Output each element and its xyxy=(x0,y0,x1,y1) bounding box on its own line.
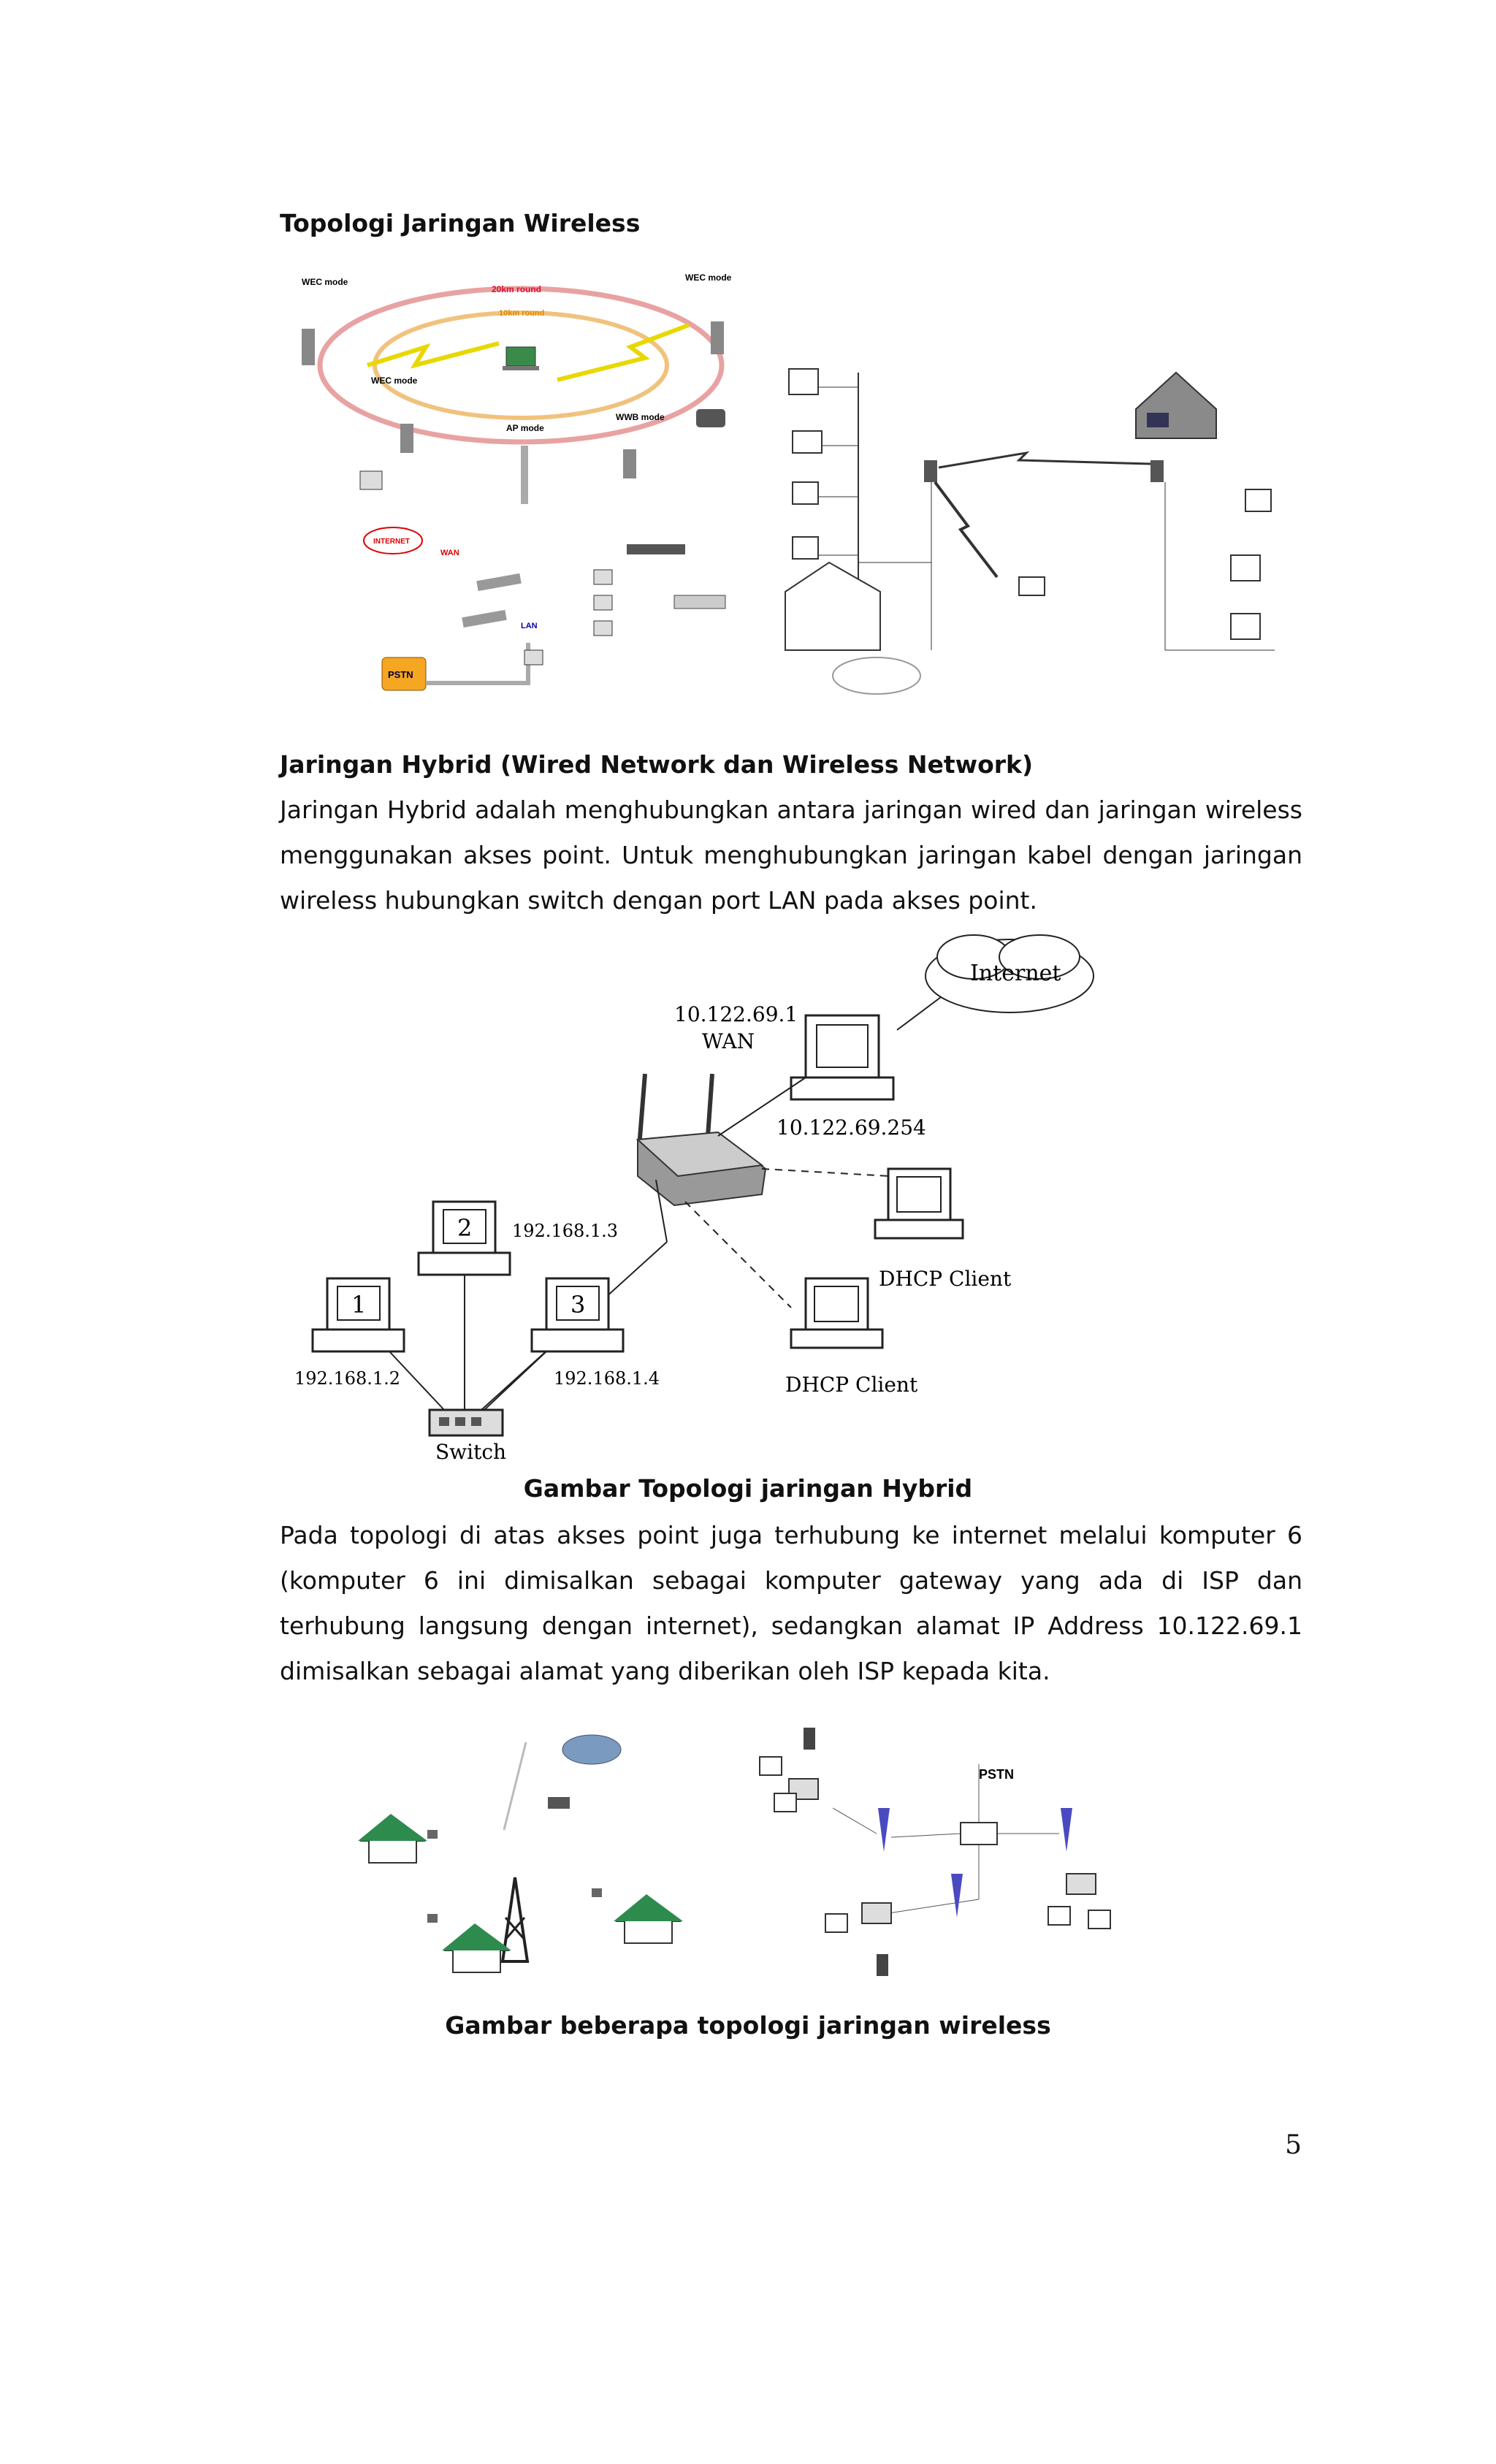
wireless-topology-heading: Topologi Jaringan Wireless xyxy=(280,209,640,237)
antenna-icon xyxy=(302,329,315,365)
switch-icon xyxy=(430,1410,503,1435)
webcam-icon xyxy=(696,409,725,427)
computer-icon xyxy=(793,537,818,559)
network-cloud xyxy=(833,657,920,694)
wireless-modes-figure: 20km round 10km round WEC mode WEC mode … xyxy=(280,270,755,709)
pstn-label: PSTN xyxy=(388,669,413,680)
laptop-icon xyxy=(506,347,535,366)
hybrid-heading: Jaringan Hybrid (Wired Network dan Wirel… xyxy=(280,750,1033,779)
range-10km-label: 10km round xyxy=(499,309,544,318)
computer-icon xyxy=(825,1914,847,1932)
router-icon xyxy=(476,573,522,591)
wireless-link xyxy=(939,453,1150,468)
computer-1-ip: 192.168.1.2 xyxy=(294,1368,400,1389)
computer-icon xyxy=(774,1793,796,1812)
building-icon xyxy=(785,562,880,650)
antenna-icon xyxy=(592,1888,602,1897)
antenna-icon xyxy=(427,1830,438,1839)
antenna-icon xyxy=(427,1914,438,1923)
pbx-box xyxy=(961,1823,997,1845)
tower-icon xyxy=(878,1808,890,1852)
computer-icon xyxy=(793,482,818,504)
page-number: 5 xyxy=(1271,2130,1302,2160)
computer-icon xyxy=(594,570,612,584)
computer-icon xyxy=(1231,555,1260,581)
pstn-label: PSTN xyxy=(979,1767,1014,1782)
switch-label: Switch xyxy=(435,1440,506,1464)
internet-label: Internet xyxy=(970,961,1061,986)
ap-mode-label: AP mode xyxy=(506,423,544,433)
wireless-topology-figure-right: PSTN xyxy=(745,1720,1140,1983)
house-icon xyxy=(1136,373,1216,438)
computer-icon xyxy=(1048,1907,1070,1925)
computer-2-number: 2 xyxy=(457,1214,472,1242)
internet-label: INTERNET xyxy=(373,538,410,546)
base-station-icon xyxy=(862,1903,891,1923)
hybrid-paragraph: Jaringan Hybrid adalah menghubungkan ant… xyxy=(280,787,1302,923)
dhcp-client-label: DHCP Client xyxy=(879,1267,1012,1291)
computer-icon xyxy=(760,1757,782,1775)
antenna-icon xyxy=(623,449,636,478)
wec-mode-right-label: WEC mode xyxy=(685,272,732,283)
wan-label: WAN xyxy=(702,1029,755,1053)
computer-icon xyxy=(594,595,612,610)
computer-icon xyxy=(1088,1910,1110,1929)
computer-3-number: 3 xyxy=(570,1291,585,1319)
wireless-caption: Gambar beberapa topologi jaringan wirele… xyxy=(0,2011,1496,2040)
wireless-link-bolt xyxy=(557,325,689,380)
access-point-icon xyxy=(924,460,937,482)
access-point-icon xyxy=(1150,460,1164,482)
router-icon xyxy=(462,610,507,628)
antenna-icon xyxy=(711,321,724,354)
printer-icon xyxy=(793,431,822,453)
wec-mode-mid-label: WEC mode xyxy=(371,375,418,386)
antenna-icon xyxy=(400,424,413,453)
computer-3-ip: 192.168.1.4 xyxy=(554,1368,660,1389)
laptop-icon xyxy=(1019,577,1045,595)
wec-mode-left-label: WEC mode xyxy=(302,277,348,287)
base-station-icon xyxy=(1066,1874,1096,1894)
wireless-topology-figure-left xyxy=(343,1728,701,1980)
antenna-icon xyxy=(521,446,528,504)
hybrid-topology-figure: Internet 10.122.69.1 WAN 10.122.69.254 xyxy=(280,928,1120,1468)
building-network-figure xyxy=(778,343,1289,679)
hub-icon xyxy=(674,595,725,609)
computer-icon xyxy=(594,621,612,636)
topology-paragraph: Pada topologi di atas akses point juga t… xyxy=(280,1513,1302,1694)
wwb-mode-label: WWB mode xyxy=(616,412,665,422)
gateway-ip-label: 10.122.69.254 xyxy=(776,1115,926,1140)
computer-icon xyxy=(1231,614,1260,639)
tower-icon xyxy=(951,1874,963,1918)
computer-icon xyxy=(1245,489,1271,511)
hybrid-caption: Gambar Topologi jaringan Hybrid xyxy=(0,1474,1496,1503)
gateway-computer xyxy=(791,1015,893,1099)
range-20km-label: 20km round xyxy=(492,284,541,294)
router-icon xyxy=(548,1797,570,1809)
phone-icon xyxy=(877,1954,888,1976)
dhcp-client-label: DHCP Client xyxy=(785,1373,918,1397)
computer-2-ip: 192.168.1.3 xyxy=(512,1221,618,1241)
wireless-link xyxy=(935,482,997,577)
wan-label: WAN xyxy=(440,549,459,557)
dhcp-client-computer xyxy=(791,1278,882,1348)
lan-label: LAN xyxy=(521,622,538,630)
computer-icon xyxy=(789,369,818,394)
dhcp-client-computer xyxy=(875,1169,963,1238)
computer-1-number: 1 xyxy=(351,1291,366,1319)
cloud-icon xyxy=(562,1735,621,1764)
wan-ip-label: 10.122.69.1 xyxy=(674,1002,798,1026)
tower-icon xyxy=(1061,1808,1072,1852)
computer-icon xyxy=(524,650,543,665)
computer-icon xyxy=(360,471,382,489)
switch-icon xyxy=(627,544,685,554)
phone-icon xyxy=(804,1728,815,1750)
